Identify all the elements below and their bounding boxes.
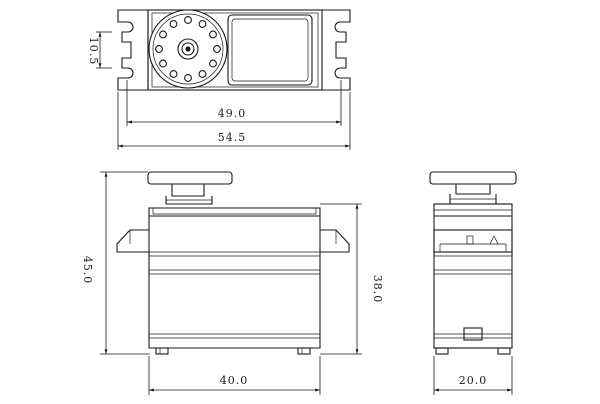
- dim-top-height: 10.5: [87, 31, 112, 69]
- horn-holes: [155, 16, 221, 82]
- horn-hub: [177, 38, 199, 60]
- dim-label-10-5: 10.5: [87, 37, 100, 66]
- top-view-body: [147, 9, 323, 91]
- dim-label-45-0: 45.0: [81, 256, 94, 285]
- top-view-flange-right: [322, 9, 351, 91]
- dim-side-width: 20.0: [433, 356, 513, 395]
- front-view-flange-right: [320, 229, 350, 253]
- dim-front-width: 40.0: [148, 356, 321, 395]
- side-view: [429, 171, 517, 355]
- front-view-horn: [147, 171, 233, 185]
- dim-label-40-0: 40.0: [220, 374, 249, 387]
- top-view-flange: [117, 9, 149, 91]
- dim-top-width-overall: 54.5: [117, 92, 351, 150]
- dim-label-38-0: 38.0: [371, 275, 384, 304]
- top-view: [117, 9, 351, 91]
- top-view-cover: [227, 14, 313, 86]
- dim-label-49-0: 49.0: [218, 107, 247, 120]
- front-view-flange-left: [116, 229, 149, 253]
- side-view-horn: [429, 171, 517, 185]
- dim-top-width-holes: 49.0: [126, 80, 342, 126]
- dim-front-height-total: 45.0: [81, 171, 150, 355]
- side-view-body: [433, 203, 513, 349]
- dim-front-height-body: 38.0: [320, 203, 384, 355]
- front-view: [116, 171, 350, 355]
- dim-label-54-5: 54.5: [218, 131, 247, 144]
- dim-label-20-0: 20.0: [459, 374, 488, 387]
- front-view-body: [148, 207, 321, 349]
